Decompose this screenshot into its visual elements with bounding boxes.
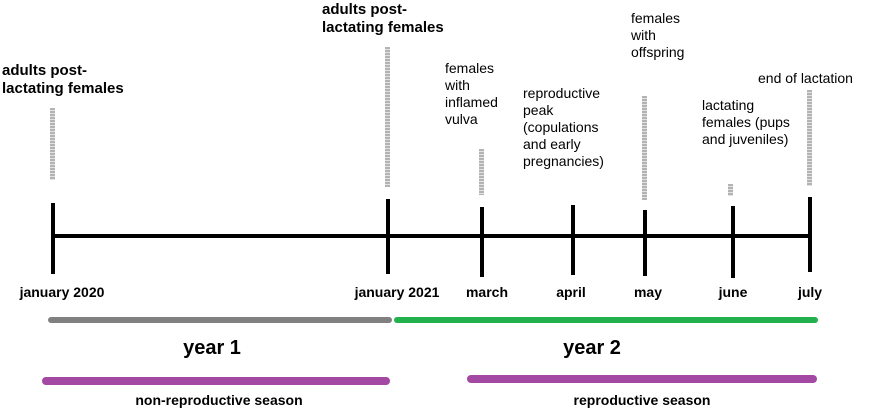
tick-jan-2021 [386, 199, 390, 274]
event-label-june: lactating females (pups and juveniles) [702, 97, 790, 147]
month-label-jan-2020: january 2020 [19, 284, 105, 300]
month-label-june: june [718, 284, 748, 300]
connector-july [807, 90, 812, 186]
tick-jan-2020 [51, 203, 55, 274]
year-2-label: year 2 [563, 337, 621, 359]
month-label-jan-2021: january 2021 [354, 284, 440, 300]
event-label-jan-2021: adults post- lactating females [322, 1, 444, 36]
connector-jan-2021 [385, 47, 390, 187]
tick-march [480, 207, 484, 277]
month-label-july: july [797, 284, 823, 300]
reproductive-season-label: reproductive season [573, 392, 711, 408]
tick-july [808, 197, 812, 272]
year-1-label: year 1 [183, 337, 241, 359]
tick-april [571, 205, 575, 275]
tick-june [731, 206, 735, 278]
year-1-bar [48, 317, 392, 323]
year-2-bar [394, 317, 818, 323]
month-label-march: march [465, 284, 509, 300]
event-label-april: reproductive peak (copulations and early… [523, 85, 604, 169]
connector-march [479, 149, 484, 195]
reproductive-season-bar [467, 375, 817, 383]
connector-jan-2020 [50, 108, 55, 180]
event-label-march: females with inflamed vulva [445, 60, 498, 127]
month-label-april: april [556, 284, 586, 300]
timeline-axis [52, 234, 812, 238]
connector-june [728, 184, 733, 196]
non-reproductive-season-bar [42, 377, 390, 385]
tick-may [643, 210, 647, 276]
connector-may [642, 96, 647, 200]
event-label-jan-2020: adults post- lactating females [2, 62, 124, 97]
event-label-may: females with offspring [631, 10, 685, 60]
month-label-may: may [633, 284, 663, 300]
event-label-july: end of lactation [758, 70, 853, 86]
non-reproductive-season-label: non-reproductive season [135, 392, 303, 408]
